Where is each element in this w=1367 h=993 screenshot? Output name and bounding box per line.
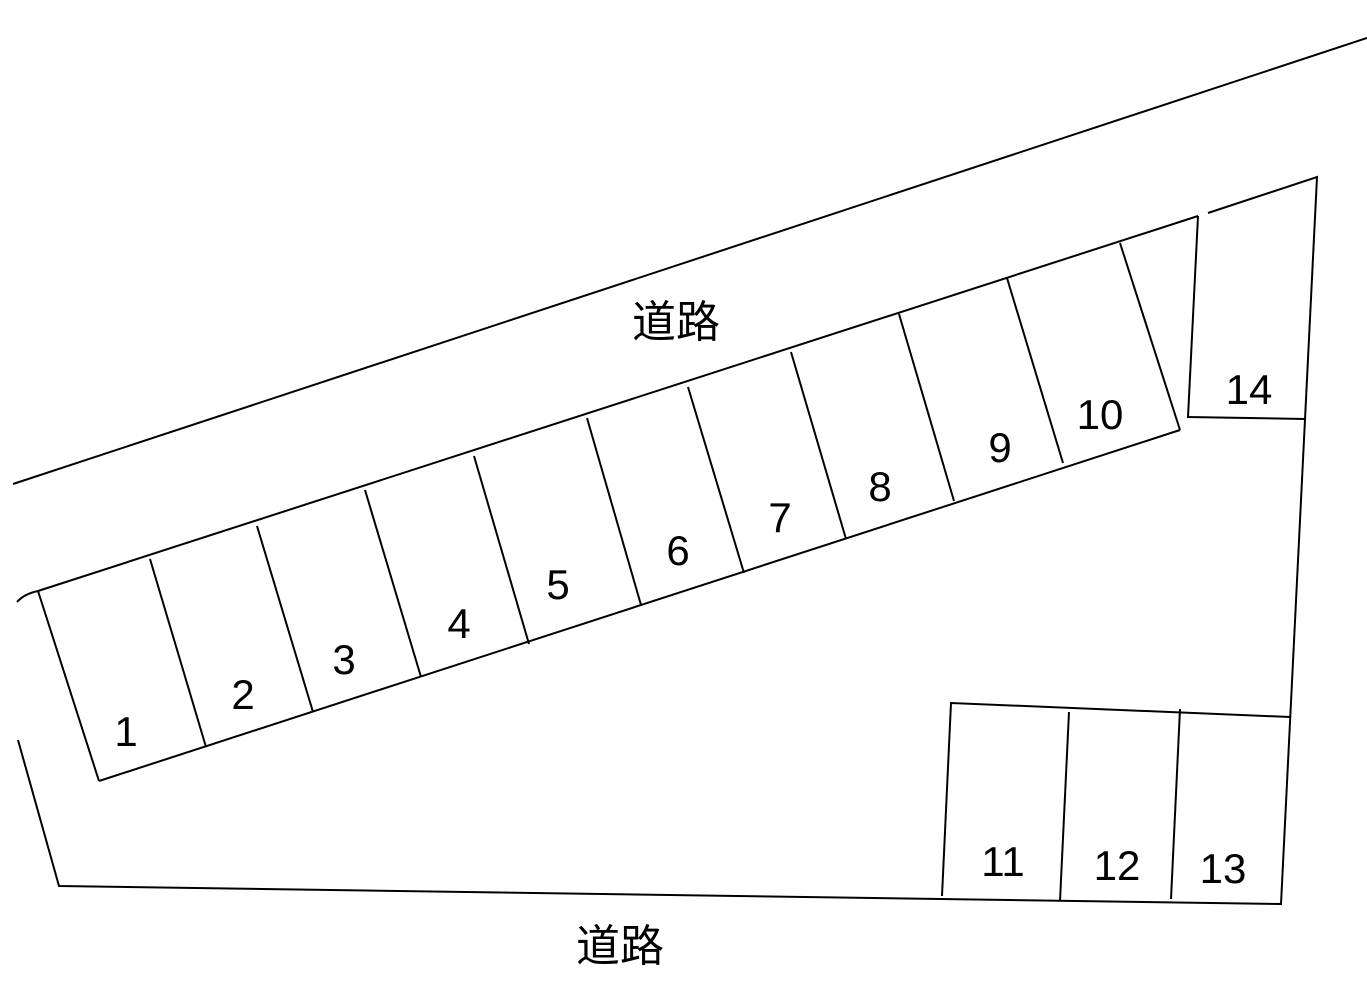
space-label-6: 6 xyxy=(666,527,689,574)
space-label-7: 7 xyxy=(768,494,791,541)
space-divider xyxy=(586,417,642,606)
space-label-12: 12 xyxy=(1094,842,1141,889)
row-bottom-edge xyxy=(98,429,1181,782)
space-divider xyxy=(687,386,745,574)
space-divider xyxy=(256,525,314,713)
lot-corner-curve xyxy=(16,590,39,603)
lot-boundary xyxy=(17,175,1319,906)
space-14-outline xyxy=(1186,215,1306,420)
north-road-label: 道路 xyxy=(632,297,720,348)
space-label-8: 8 xyxy=(868,463,891,510)
space-label-2: 2 xyxy=(231,671,254,718)
space-label-5: 5 xyxy=(546,561,569,608)
space-labels: 1 2 3 4 5 6 7 8 9 10 11 12 13 14 xyxy=(114,366,1272,892)
space-divider xyxy=(1059,711,1070,902)
space-divider xyxy=(37,590,100,782)
space-label-9: 9 xyxy=(988,424,1011,471)
space-divider xyxy=(364,489,422,678)
space-divider xyxy=(149,558,207,748)
row-top-edge xyxy=(37,215,1199,592)
space-label-3: 3 xyxy=(332,636,355,683)
space-label-13: 13 xyxy=(1200,845,1247,892)
space-label-11: 11 xyxy=(981,838,1025,885)
space-label-14: 14 xyxy=(1226,366,1273,413)
space-divider xyxy=(1006,277,1064,464)
space-divider xyxy=(1119,242,1181,431)
space-divider xyxy=(790,351,847,540)
space-divider xyxy=(898,313,955,502)
space-dividers xyxy=(37,242,1181,782)
space-label-10: 10 xyxy=(1077,391,1124,438)
spaces-11-13-outline xyxy=(941,701,1291,897)
space-divider xyxy=(473,455,530,645)
space-label-1: 1 xyxy=(114,708,137,755)
south-road-label: 道路 xyxy=(576,921,664,972)
space-divider xyxy=(1170,708,1181,900)
north-road-edge xyxy=(12,37,1367,485)
space-label-4: 4 xyxy=(447,600,470,647)
